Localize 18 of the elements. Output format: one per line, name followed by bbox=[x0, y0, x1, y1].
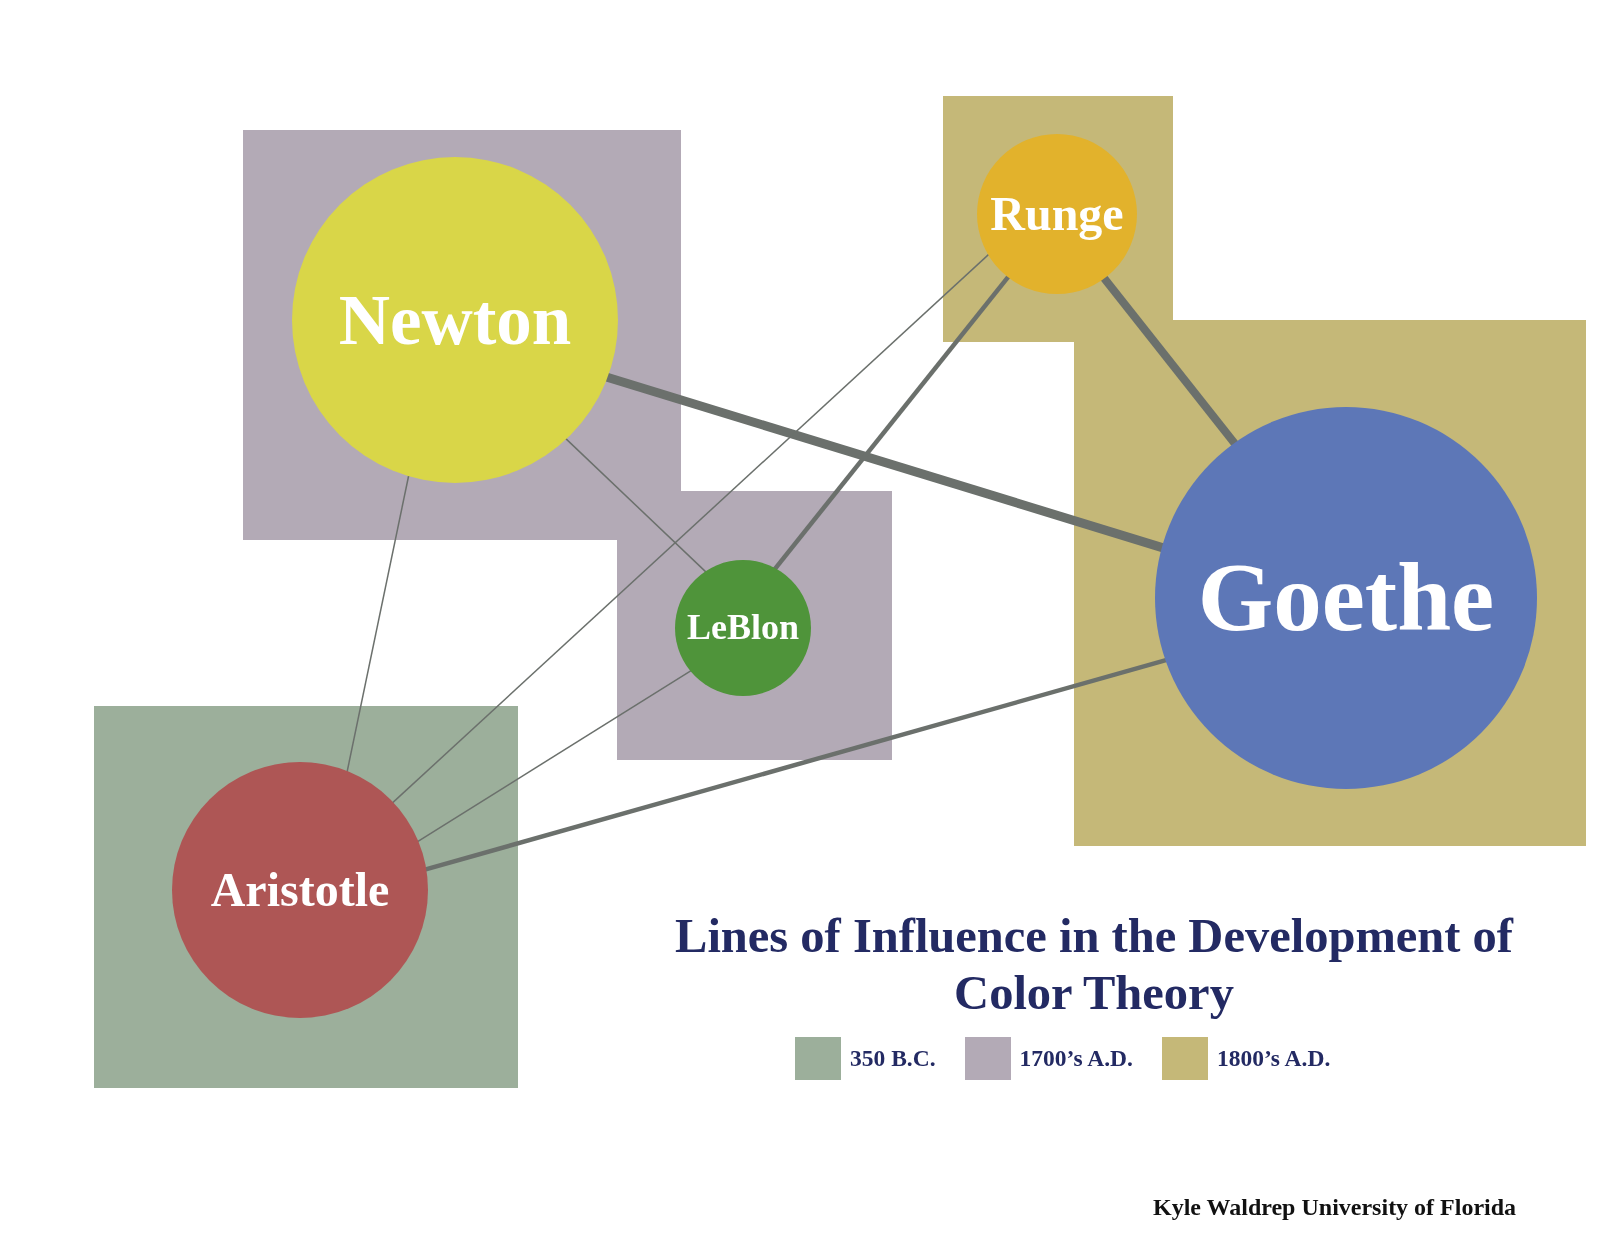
legend-label: 1700’s A.D. bbox=[1019, 1045, 1133, 1072]
circle-label: Aristotle bbox=[210, 864, 390, 916]
diagram-title: Lines of Influence in the Development of Color Theory bbox=[674, 908, 1515, 1021]
circle-label: Runge bbox=[990, 188, 1124, 240]
circle-label: Newton bbox=[338, 282, 572, 358]
period-square bbox=[243, 130, 681, 540]
legend-label: 1800’s A.D. bbox=[1216, 1045, 1331, 1072]
credit-text: Kyle Waldrep University of Florida bbox=[1153, 1194, 1517, 1221]
circle-label: Goethe bbox=[1197, 547, 1495, 649]
period-square bbox=[617, 491, 892, 760]
connector-line bbox=[564, 437, 708, 574]
circle-label: LeBlon bbox=[687, 609, 799, 647]
legend-label: 350 B.C. bbox=[850, 1045, 936, 1072]
period-square bbox=[94, 706, 518, 1088]
period-square bbox=[1074, 320, 1586, 846]
connector-line bbox=[391, 252, 991, 805]
period-square bbox=[943, 96, 1173, 342]
connector-line bbox=[416, 669, 693, 843]
